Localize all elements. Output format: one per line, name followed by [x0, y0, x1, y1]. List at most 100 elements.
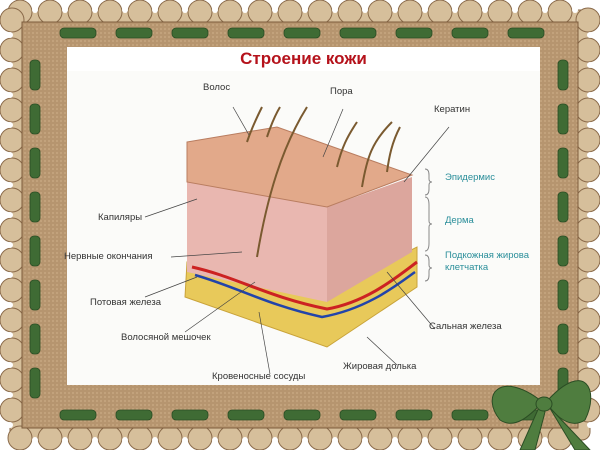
scallop [457, 425, 483, 450]
scallop [37, 0, 63, 25]
flower-icon [7, 242, 13, 248]
flower-icon [7, 272, 13, 278]
scallop [67, 0, 93, 25]
flower-icon [182, 437, 188, 443]
ribbon-stitch [29, 367, 41, 399]
flower-icon [242, 7, 248, 13]
flower-icon [7, 302, 13, 308]
scallop [575, 307, 600, 333]
label-nerve-endings: Нервные окончания [64, 251, 153, 262]
scallop [277, 0, 303, 25]
skin-structure-illustration [144, 106, 450, 375]
ribbon-stitch [339, 409, 377, 421]
label-hair: Волос [203, 82, 231, 93]
flower-icon [272, 7, 278, 13]
flower-icon [512, 7, 518, 13]
scallop [575, 127, 600, 153]
scallop [247, 0, 273, 25]
flower-icon [7, 422, 13, 428]
flower-icon [7, 32, 13, 38]
flower-icon [587, 212, 593, 218]
flower-icon [62, 7, 68, 13]
label-fat-lobule: Жировая долька [343, 361, 417, 372]
scallop [0, 67, 25, 93]
flower-icon [542, 7, 548, 13]
flower-icon [7, 362, 13, 368]
flower-icon [332, 437, 338, 443]
scallop [187, 425, 213, 450]
label-subcutaneous-1: Подкожная жирова [445, 250, 530, 261]
flower-icon [212, 7, 218, 13]
flower-icon [332, 7, 338, 13]
scallop [187, 0, 213, 25]
scallop [487, 0, 513, 25]
ribbon-stitch [29, 59, 41, 91]
scallop [0, 217, 25, 243]
flower-icon [587, 302, 593, 308]
label-dermis: Дерма [445, 215, 474, 226]
label-blood-vessels: Кровеносные сосуды [212, 371, 306, 382]
flower-icon [7, 212, 13, 218]
scallop [547, 0, 573, 25]
scallop [0, 157, 25, 183]
scallop [575, 277, 600, 303]
flower-icon [512, 437, 518, 443]
flower-icon [452, 437, 458, 443]
scallop [0, 247, 25, 273]
flower-icon [587, 422, 593, 428]
ribbon-stitch [557, 191, 569, 223]
ribbon-stitch [227, 409, 265, 421]
label-pore: Пора [330, 86, 353, 97]
flower-icon [32, 7, 38, 13]
flower-icon [182, 7, 188, 13]
flower-icon [587, 182, 593, 188]
scallop [367, 425, 393, 450]
scallop [277, 425, 303, 450]
scallop [247, 425, 273, 450]
ribbon-stitch [115, 27, 153, 39]
scallop [217, 0, 243, 25]
scallop [7, 425, 33, 450]
scallop [127, 0, 153, 25]
scallop [97, 0, 123, 25]
ribbon-stitch [227, 27, 265, 39]
flower-icon [122, 437, 128, 443]
flower-icon [587, 242, 593, 248]
scallop [575, 37, 600, 63]
ribbon-stitch [59, 409, 97, 421]
flower-icon [422, 7, 428, 13]
ribbon-stitch [171, 409, 209, 421]
flower-icon [7, 92, 13, 98]
scallop [0, 37, 25, 63]
ribbon-stitch [451, 27, 489, 39]
flower-icon [362, 437, 368, 443]
flower-icon [482, 437, 488, 443]
scallop [337, 425, 363, 450]
scallop [307, 0, 333, 25]
flower-icon [452, 7, 458, 13]
ribbon-stitch [59, 27, 97, 39]
ribbon-stitch [557, 59, 569, 91]
scallop [367, 0, 393, 25]
flower-icon [587, 152, 593, 158]
flower-icon [302, 437, 308, 443]
scallop [0, 277, 25, 303]
flower-icon [152, 7, 158, 13]
flower-icon [587, 62, 593, 68]
ribbon-stitch [395, 409, 433, 421]
flower-icon [542, 437, 548, 443]
scallop [575, 247, 600, 273]
flower-icon [422, 437, 428, 443]
flower-icon [587, 92, 593, 98]
flower-icon [7, 122, 13, 128]
scallop [427, 425, 453, 450]
scallop [157, 0, 183, 25]
ribbon-stitch [29, 191, 41, 223]
scallop [97, 425, 123, 450]
ribbon-stitch [115, 409, 153, 421]
ribbon-stitch [557, 103, 569, 135]
scallop [127, 425, 153, 450]
flower-icon [482, 7, 488, 13]
flower-icon [152, 437, 158, 443]
scallop [157, 425, 183, 450]
